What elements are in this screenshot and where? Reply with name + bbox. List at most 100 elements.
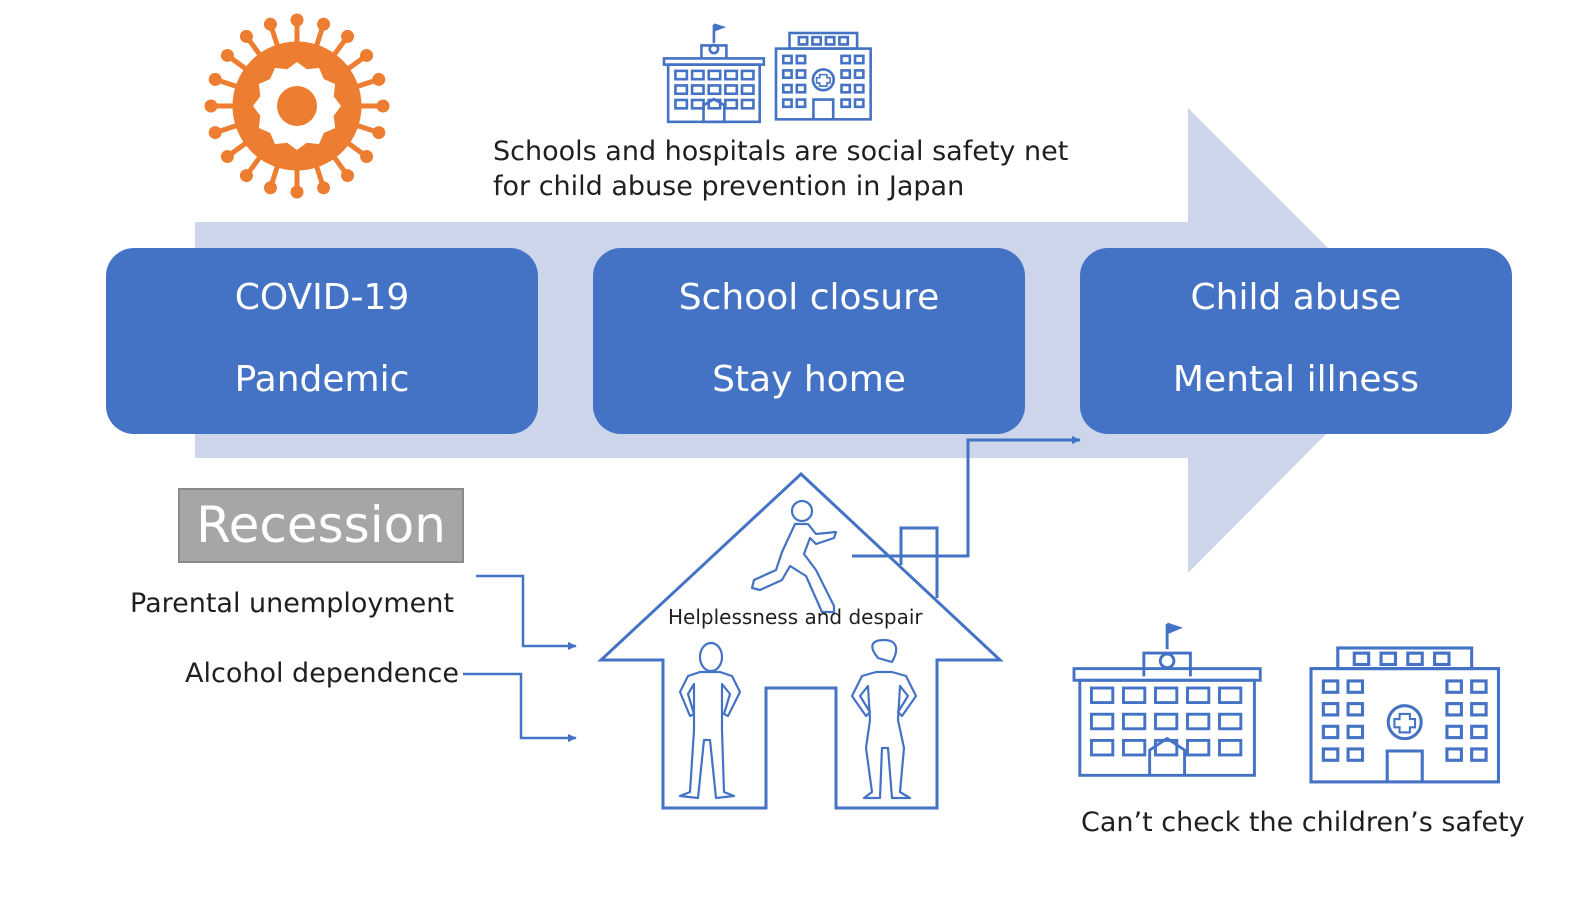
building-window xyxy=(674,84,689,96)
virus-spike xyxy=(313,164,325,185)
virus-spike xyxy=(331,38,348,58)
virus-spike-tip xyxy=(341,29,355,43)
virus-spike-tip xyxy=(263,181,277,195)
building-window xyxy=(1379,651,1398,667)
virus-spike xyxy=(269,27,281,48)
building-window xyxy=(1470,747,1488,762)
virus-spike-tip xyxy=(208,72,222,86)
building-window xyxy=(724,69,739,81)
chimney xyxy=(899,526,939,598)
bottom-caption: Can’t check the children’s safety xyxy=(1081,807,1525,838)
building-window xyxy=(1445,679,1463,694)
building-window xyxy=(1352,651,1371,667)
virus-spike xyxy=(269,164,281,185)
building-window xyxy=(840,69,852,80)
building-window xyxy=(740,84,755,96)
virus-spike xyxy=(218,122,239,134)
virus-spike-tip xyxy=(290,13,304,27)
virus-spike-tip xyxy=(372,72,386,86)
building-window xyxy=(795,83,807,94)
virus-spike-tip xyxy=(263,17,277,31)
house-icon xyxy=(597,471,1004,810)
building-window xyxy=(1122,712,1147,731)
recession-label: Recession xyxy=(178,488,464,563)
building-window xyxy=(1321,679,1340,694)
building-window xyxy=(1445,702,1463,717)
building-window xyxy=(707,69,722,81)
box-covid-bg xyxy=(106,248,538,434)
building-window xyxy=(707,84,722,96)
building-window xyxy=(740,69,755,81)
virus-spike-tip xyxy=(376,99,390,113)
virus-spike-tip xyxy=(317,17,331,31)
house-caption: Helplessness and despair xyxy=(668,605,923,629)
building-window xyxy=(674,69,689,81)
virus-icon xyxy=(204,13,390,199)
building-window xyxy=(1470,679,1488,694)
box-child-abuse-bg xyxy=(1080,248,1512,434)
building-window xyxy=(838,35,850,46)
building-window xyxy=(824,35,836,46)
building-window xyxy=(1406,651,1424,667)
building-window xyxy=(781,54,793,65)
man-figure-icon xyxy=(678,641,742,800)
house-to-abuse-connector xyxy=(852,436,1081,558)
virus-spike xyxy=(313,27,325,48)
building-window xyxy=(1186,738,1211,757)
box-school-closure-line1: School closure xyxy=(678,277,940,318)
building-window xyxy=(795,69,807,80)
building-window xyxy=(795,54,807,65)
building-window xyxy=(1186,712,1211,731)
building-window xyxy=(690,98,705,110)
safety-net-note-line2: for child abuse prevention in Japan xyxy=(493,171,965,202)
virus-spike-tip xyxy=(372,126,386,140)
building-window xyxy=(1346,702,1365,717)
safety-net-note-line1: Schools and hospitals are social safety … xyxy=(493,136,1069,167)
virus-spike-tip xyxy=(208,126,222,140)
building-window xyxy=(1090,738,1115,757)
building-window xyxy=(1321,724,1340,740)
building-window xyxy=(1470,702,1488,717)
virus-spike-tip xyxy=(239,169,253,183)
building-window xyxy=(1445,747,1463,762)
virus-spike xyxy=(355,78,376,90)
building-window xyxy=(1346,724,1365,740)
virus-spike xyxy=(229,55,249,72)
virus-spike-tip xyxy=(317,181,331,195)
box-covid-line2: Pandemic xyxy=(234,359,410,400)
building-window xyxy=(853,83,865,94)
unemployment-connector xyxy=(476,574,577,650)
school-building-icon xyxy=(662,23,766,124)
building-window xyxy=(853,54,865,65)
hospital-building-icon xyxy=(774,31,872,121)
virus-spike xyxy=(218,78,239,90)
virus-spike xyxy=(345,55,365,72)
factor-parental-unemployment: Parental unemployment xyxy=(130,588,454,619)
building-window xyxy=(1186,686,1211,705)
building-window xyxy=(1470,724,1488,740)
virus-core xyxy=(277,86,317,126)
woman-figure-icon xyxy=(850,638,918,800)
building-window xyxy=(1122,686,1147,705)
virus-spike-tip xyxy=(290,185,304,199)
virus-spike xyxy=(331,154,348,174)
virus-spike-tip xyxy=(220,48,234,62)
virus-spike-tip xyxy=(220,150,234,164)
building-window xyxy=(1321,702,1340,717)
building-window xyxy=(1090,712,1115,731)
virus-spike xyxy=(246,154,263,174)
virus-spike-tip xyxy=(239,29,253,43)
building-window xyxy=(797,35,809,46)
box-school-closure-line2: Stay home xyxy=(712,359,906,400)
box-school-closure-bg xyxy=(593,248,1025,434)
building-window xyxy=(740,98,755,110)
virus-spike-tip xyxy=(204,99,218,113)
building-window xyxy=(690,84,705,96)
building-window xyxy=(795,98,807,109)
virus-spike-tip xyxy=(341,169,355,183)
building-window xyxy=(1433,651,1451,667)
building-window xyxy=(674,98,689,110)
building-window xyxy=(1154,686,1179,705)
box-child-abuse-line2: Mental illness xyxy=(1172,359,1420,400)
